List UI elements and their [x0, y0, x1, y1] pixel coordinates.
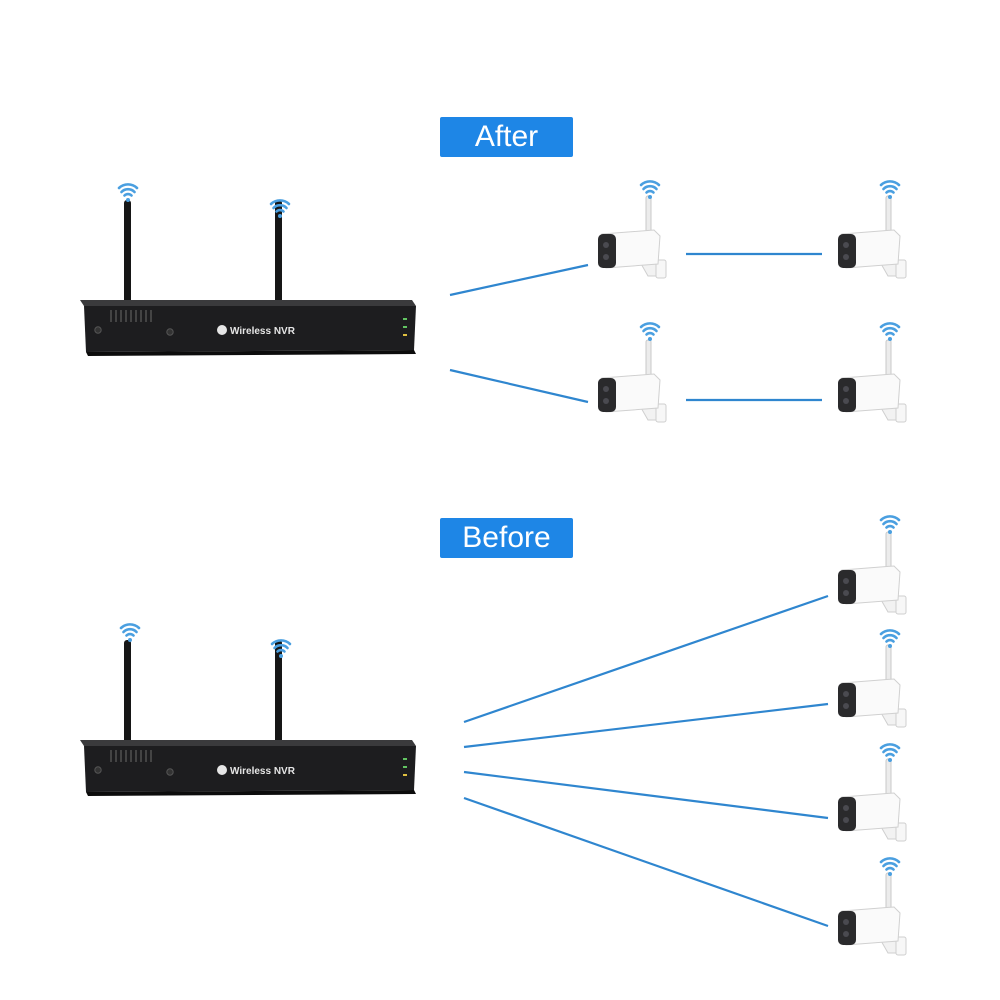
- after-link-lines: [449, 252, 822, 404]
- before-camera-2: [837, 644, 907, 728]
- wifi-signal-icon: [879, 322, 901, 343]
- after-camera-3: [597, 339, 667, 423]
- before-badge: Before: [440, 518, 573, 558]
- before-nvr-brand-text: Wireless NVR: [230, 766, 296, 777]
- wifi-signal-icon: [119, 623, 141, 644]
- wifi-signal-icon: [879, 743, 901, 764]
- before-camera-3: [837, 758, 907, 842]
- after-camera-1: [597, 195, 667, 279]
- before-camera-4: [837, 872, 907, 956]
- wifi-signal-icon: [879, 629, 901, 650]
- wifi-signal-icon: [639, 180, 661, 201]
- wifi-signal-icon: [879, 180, 901, 201]
- link-line: [449, 368, 589, 404]
- before-link-lines: [463, 594, 829, 928]
- after-camera-4: [837, 339, 907, 423]
- before-camera-1: [837, 531, 907, 615]
- wifi-signal-icon: [639, 322, 661, 343]
- after-camera-2: [837, 195, 907, 279]
- link-line: [463, 770, 829, 820]
- link-line: [449, 263, 589, 297]
- wifi-signal-icon: [117, 183, 139, 204]
- link-line: [463, 796, 829, 928]
- wifi-signal-icon: [879, 515, 901, 536]
- after-nvr-brand-text: Wireless NVR: [230, 326, 296, 337]
- link-line: [463, 594, 829, 724]
- link-line: [463, 702, 829, 749]
- after-badge: After: [440, 117, 573, 157]
- wifi-signal-icon: [879, 857, 901, 878]
